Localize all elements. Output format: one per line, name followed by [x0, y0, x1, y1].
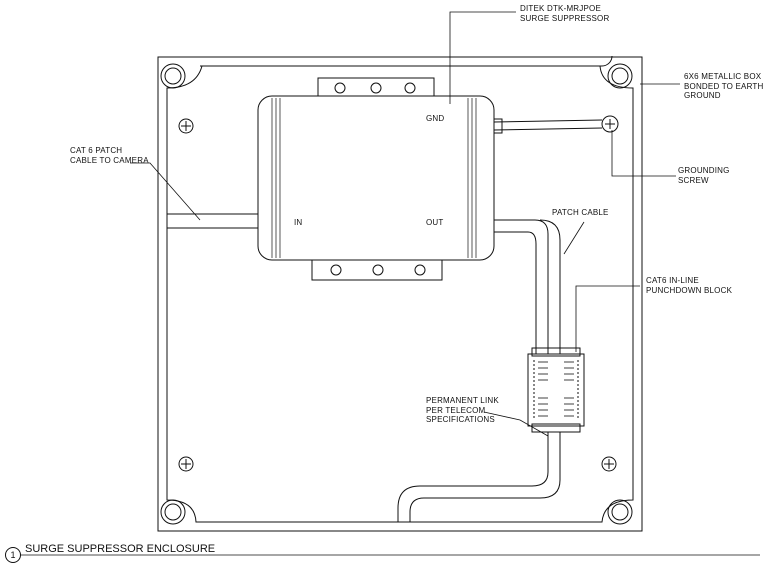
suppressor-grooves: [271, 98, 477, 258]
permanent-link-label-line: PER TELECOM: [426, 405, 486, 415]
mounting-screws: [178, 118, 617, 472]
ground-wire: [493, 118, 603, 134]
suppressor-label-line: SURGE SUPPRESSOR: [520, 13, 610, 23]
cat6-cable-label-line: CAT 6 PATCH: [70, 146, 123, 155]
punchdown-block: [527, 347, 585, 433]
drawing-title: SURGE SUPPRESSOR ENCLOSURE: [25, 543, 216, 555]
grounding-screw-label: GROUNDING SCREW: [678, 166, 730, 185]
permanent-link-label-line: SPECIFICATIONS: [426, 415, 495, 424]
detail-number: 1: [5, 547, 21, 563]
box-label-line: BONDED TO EARTH: [684, 81, 763, 91]
punchdown-label-line: CAT6 IN-LINE: [646, 276, 699, 285]
cat6-cable-label-line: CABLE TO CAMERA: [70, 155, 149, 165]
corner-holes: [160, 63, 633, 525]
permanent-link-cable: [397, 432, 561, 522]
punchdown-label-line: PUNCHDOWN BLOCK: [646, 285, 733, 295]
cat6-cable-label: CAT 6 PATCH CABLE TO CAMERA: [70, 146, 149, 165]
port-gnd-label: GND: [426, 114, 445, 123]
box-label-line: 6X6 METALLIC BOX: [684, 72, 762, 81]
patch-cable: [494, 219, 561, 354]
patch-cable-label-line: PATCH CABLE: [552, 208, 609, 217]
surge-suppressor-body: [257, 95, 495, 261]
cat6-patch-cable: [167, 213, 258, 229]
leader-lines: [130, 11, 680, 437]
suppressor-label: DITEK DTK-MRJPOE SURGE SUPPRESSOR: [520, 4, 609, 23]
box-label: 6X6 METALLIC BOX BONDED TO EARTH GROUND: [684, 72, 763, 101]
grounding-screw: [601, 115, 619, 133]
grounding-screw-label-line: SCREW: [678, 175, 709, 185]
box-label-line: GROUND: [684, 91, 721, 100]
patch-cable-label: PATCH CABLE: [552, 208, 609, 218]
metallic-box-outer: [157, 56, 643, 532]
grounding-screw-label-line: GROUNDING: [678, 166, 730, 175]
permanent-link-label: PERMANENT LINK PER TELECOM SPECIFICATION…: [426, 396, 499, 425]
port-out-label: OUT: [426, 218, 444, 227]
permanent-link-label-line: PERMANENT LINK: [426, 396, 499, 405]
punchdown-label: CAT6 IN-LINE PUNCHDOWN BLOCK: [646, 276, 732, 295]
port-in-label: IN: [294, 218, 303, 227]
suppressor-label-line: DITEK DTK-MRJPOE: [520, 4, 601, 13]
